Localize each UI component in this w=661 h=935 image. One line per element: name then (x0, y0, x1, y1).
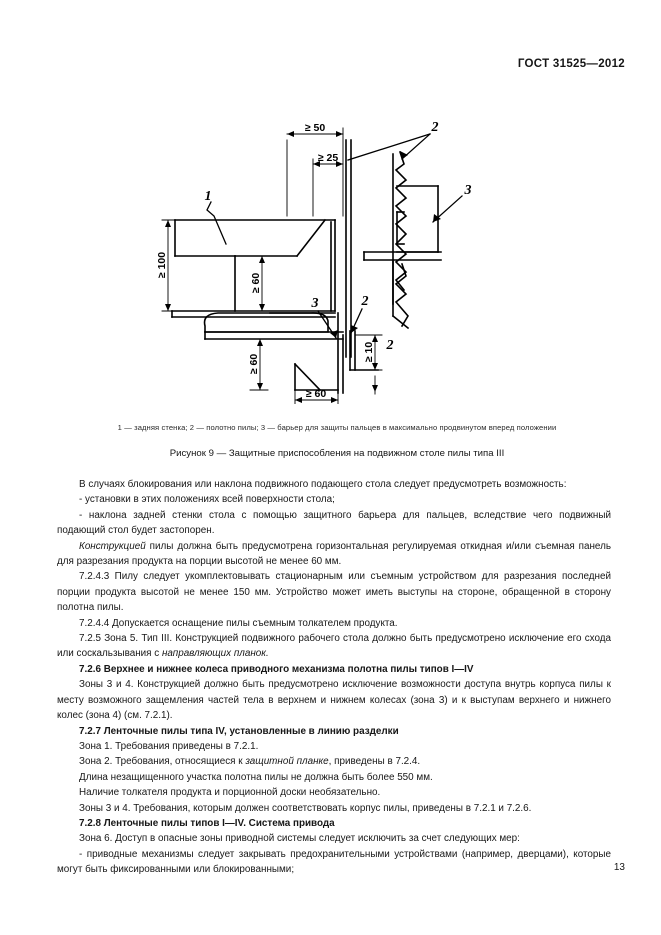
dim-lower-width: ≥ 60 (306, 388, 327, 400)
paragraph-construction-rest: пилы должна быть предусмотрена горизонта… (57, 540, 611, 568)
term-napravlyayushchih-planok: направляющих планок. (161, 648, 269, 660)
dim-inner-height: ≥ 60 (250, 273, 262, 294)
paragraph-intro: В случаях блокирования или наклона подви… (79, 479, 567, 490)
zone-2-end: , приведены в 7.2.4. (328, 756, 421, 768)
clause-7-2-6-body: Зоны 3 и 4. Конструкцией должно быть пре… (57, 679, 611, 722)
blade-length-requirement: Длина незащищенного участка полотна пилы… (79, 771, 433, 783)
standard-header: ГОСТ 31525—2012 (517, 58, 625, 70)
page-number: 13 (613, 862, 625, 873)
zone-2-requirements: Зона 2. Требования, относящиеся к защитн… (57, 754, 611, 769)
clause-7-2-4-3: 7.2.4.3 Пилу следует укомплектовывать ст… (57, 571, 611, 614)
callout-2-bottom: 2 (386, 338, 394, 353)
term-konstrukciej: Конструкцией (79, 540, 146, 552)
callout-3-lower: 3 (311, 296, 319, 311)
callout-2-lower: 2 (361, 294, 369, 309)
heading-7-2-8: 7.2.8 Ленточные пилы типов I—IV. Система… (79, 817, 335, 829)
body-text: В случаях блокирования или наклона подви… (57, 477, 611, 878)
heading-7-2-6: 7.2.6 Верхнее и нижнее колеса приводного… (79, 663, 474, 675)
zone-2-start: Зона 2. Требования, относящиеся к (79, 756, 246, 768)
zones-3-4-requirements: Зоны 3 и 4. Требования, которым должен с… (79, 802, 532, 814)
clause-7-2-4-4: 7.2.4.4 Допускается оснащение пилы съемн… (79, 617, 398, 629)
figure-9-drawing: ≥ 50 ≥ 25 ≥ 100 ≥ 60 ≥ 60 ≥ 60 ≥ 10 1 2 … (150, 104, 520, 404)
callout-2-top: 2 (431, 120, 439, 135)
clause-7-2-5-start: 7.2.5 Зона 5. Тип III. Конструкцией подв… (57, 633, 611, 660)
figure-caption: Рисунок 9 — Защитные приспособления на п… (169, 448, 505, 459)
dim-lower-gap: ≥ 10 (363, 342, 375, 363)
term-zashchitnoj-planke: защитной планке (245, 756, 329, 768)
callout-3-right: 3 (464, 183, 472, 198)
paragraph-construction: Конструкцией пилы должна быть предусмотр… (57, 539, 611, 570)
pusher-optional-note: Наличие толкателя продукта и порционной … (79, 787, 381, 799)
heading-7-2-7: 7.2.7 Ленточные пилы типа IV, установлен… (79, 725, 399, 737)
dim-lower-height: ≥ 60 (248, 354, 260, 375)
dim-inner-width: ≥ 25 (318, 152, 339, 164)
callout-1: 1 (205, 189, 212, 204)
dim-left-height: ≥ 100 (156, 252, 168, 278)
figure-legend: 1 — задняя стенка; 2 — полотно пилы; 3 —… (117, 423, 557, 432)
zone-1-requirements: Зона 1. Требования приведены в 7.2.1. (79, 740, 259, 752)
bullet-drive-guards: - приводные механизмы следует закрывать … (57, 848, 611, 876)
dim-top-width: ≥ 50 (305, 122, 326, 134)
bullet-tilt: - наклона задней стенки стола с помощью … (57, 509, 611, 537)
clause-7-2-5: 7.2.5 Зона 5. Тип III. Конструкцией подв… (57, 631, 611, 662)
zone-6-requirements: Зона 6. Доступ в опасные зоны приводной … (79, 833, 520, 845)
bullet-install: - установки в этих положениях всей повер… (79, 494, 335, 506)
